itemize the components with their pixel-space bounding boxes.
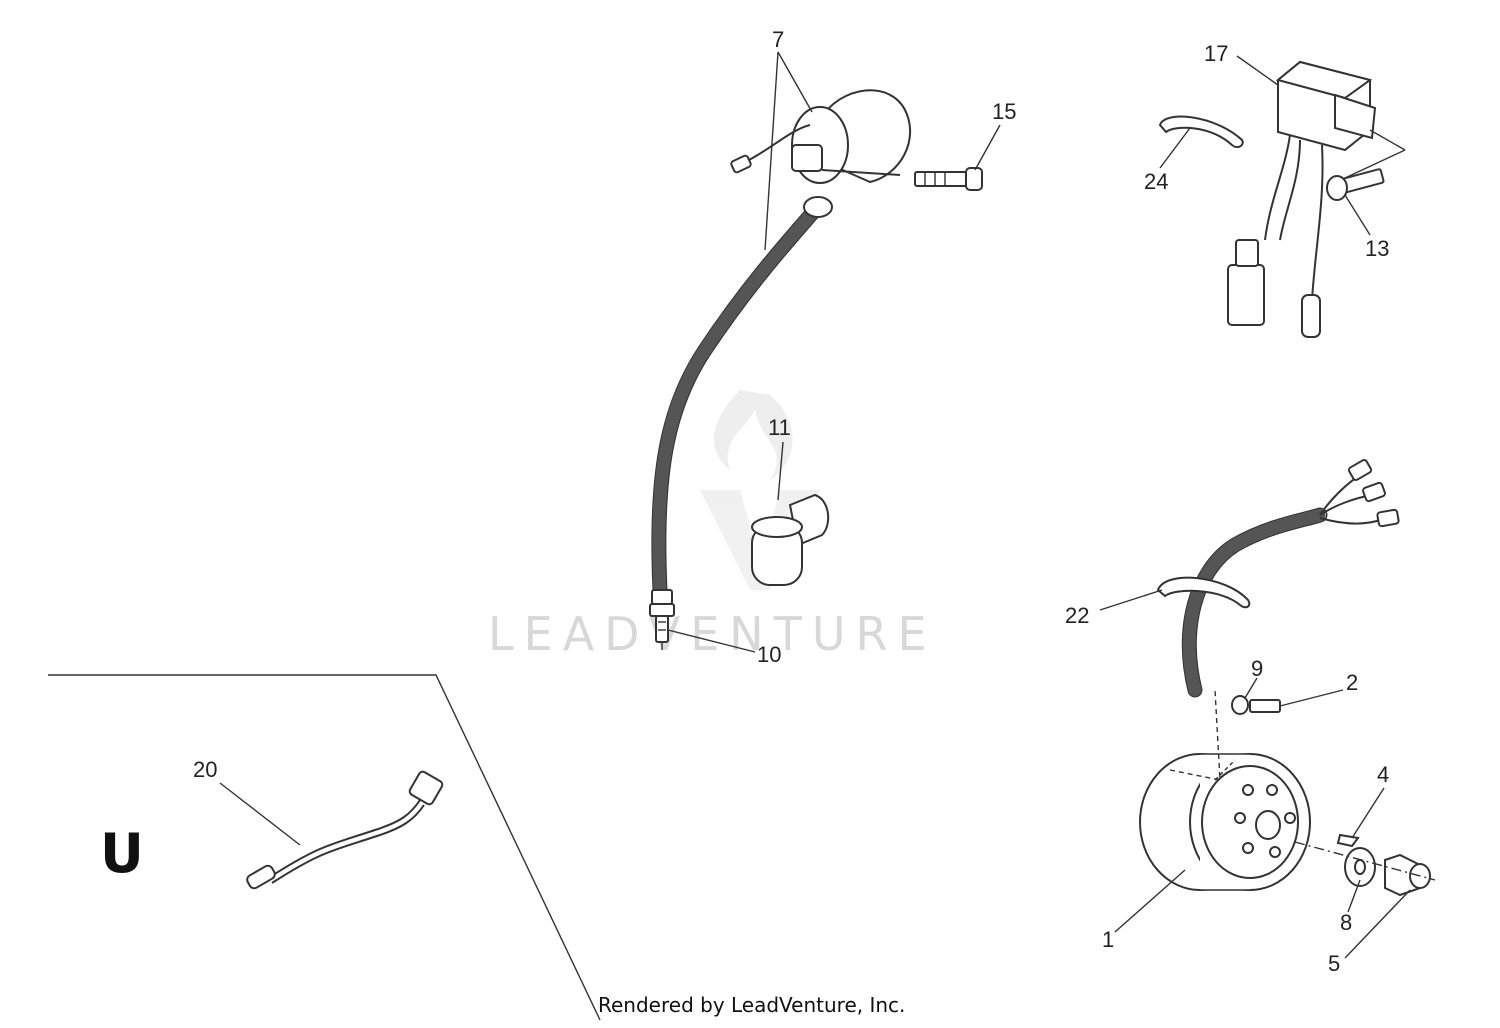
high-tension-lead	[651, 196, 833, 598]
callout-15: 15	[992, 99, 1016, 124]
band-24	[1158, 115, 1244, 149]
coil-bolt	[914, 167, 983, 191]
callout-8: 8	[1340, 910, 1352, 935]
watermark-logo	[700, 390, 820, 590]
cdi-bolt	[1326, 168, 1385, 201]
callout-20: 20	[193, 757, 217, 782]
callout-22: 22	[1065, 603, 1089, 628]
callout-2: 2	[1346, 670, 1358, 695]
callout-1: 1	[1102, 927, 1114, 952]
flywheel-washer	[1344, 847, 1376, 887]
band-22	[1156, 576, 1251, 609]
stator-harness	[1181, 459, 1400, 698]
spark-plug	[649, 589, 675, 650]
callout-24: 24	[1144, 169, 1168, 194]
cdi-unit	[1227, 60, 1377, 338]
callout-11: 11	[768, 415, 791, 440]
flywheel-key	[1336, 833, 1360, 848]
section-u-frame	[48, 674, 601, 1021]
flywheel-nut	[1384, 853, 1431, 897]
callout-5: 5	[1328, 951, 1340, 976]
callout-7: 7	[772, 27, 784, 52]
ignition-coil	[730, 89, 911, 184]
callout-13: 13	[1365, 236, 1389, 261]
wire-lead-20	[246, 770, 444, 890]
spark-plug-cap	[751, 493, 830, 586]
stator-screw	[1231, 695, 1281, 715]
section-letter: U	[100, 822, 144, 885]
flywheel	[1139, 689, 1311, 891]
leader-lines	[219, 51, 1411, 959]
watermark-text: LEADVENTURE	[488, 607, 937, 661]
callout-17: 17	[1204, 41, 1228, 66]
callout-9: 9	[1251, 656, 1263, 681]
callout-4: 4	[1377, 762, 1389, 787]
callout-10: 10	[757, 642, 781, 667]
render-credit: Rendered by LeadVenture, Inc.	[598, 993, 905, 1017]
